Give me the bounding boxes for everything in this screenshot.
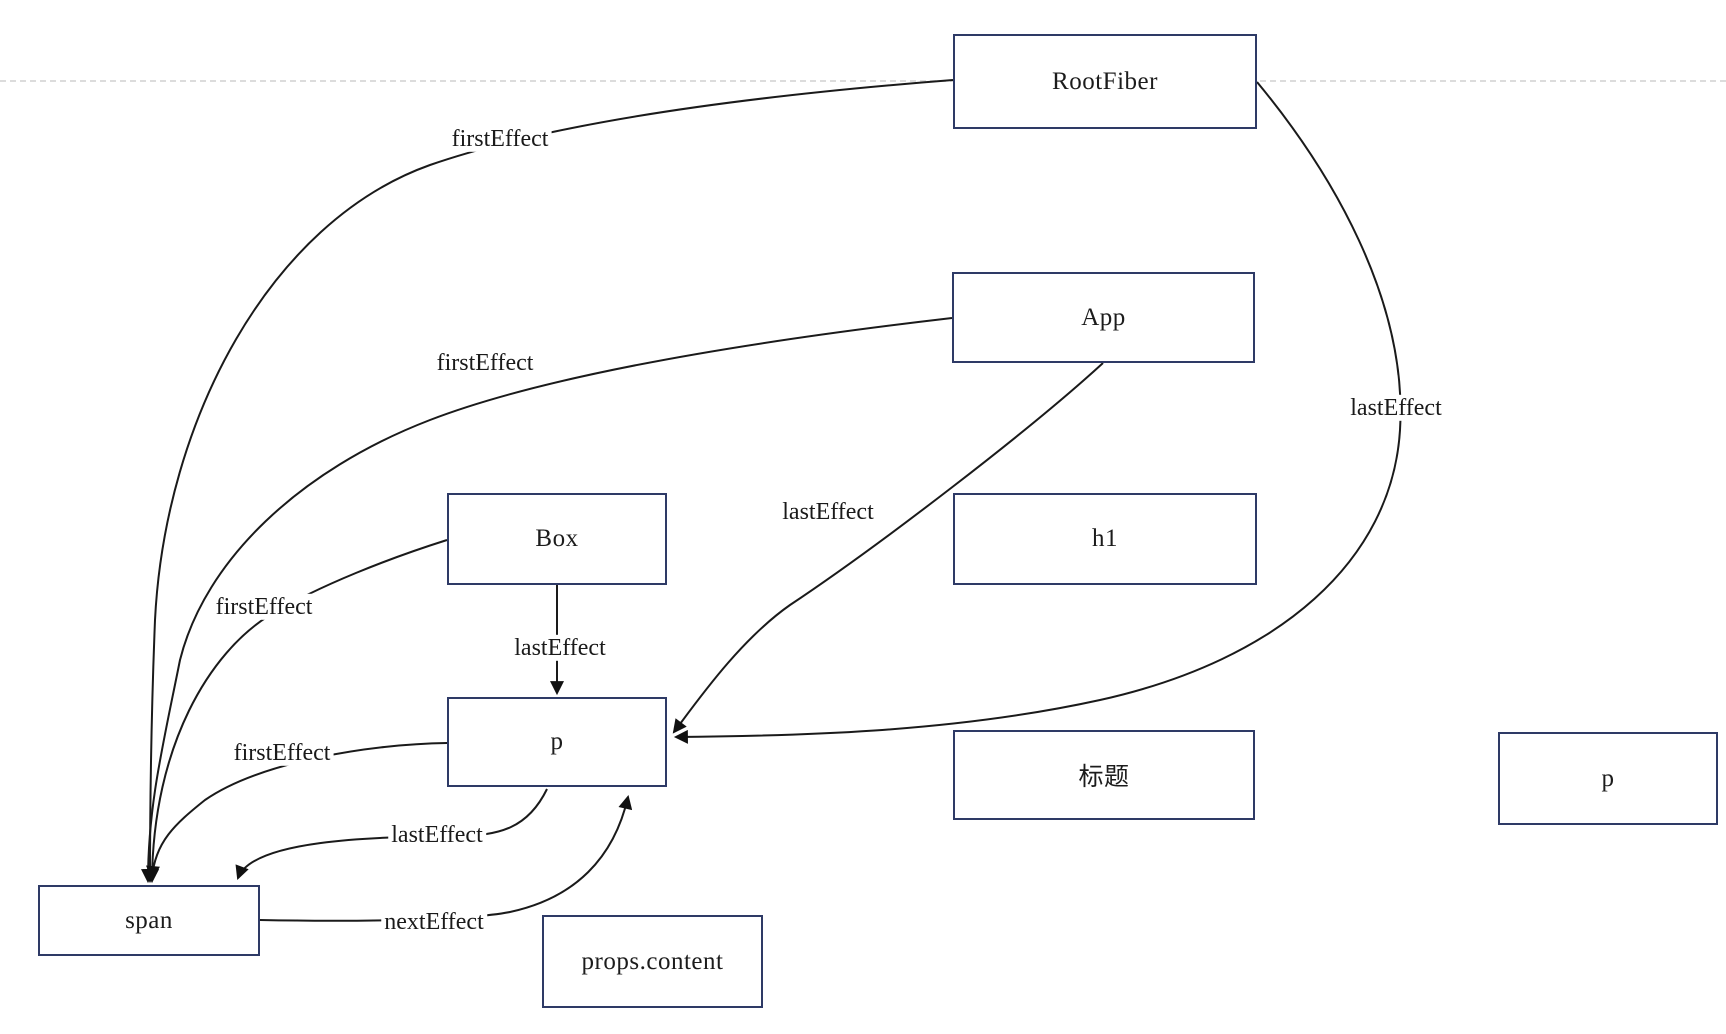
edge-label-firsteffect-app: firstEffect xyxy=(433,349,537,377)
node-p-center-label: p xyxy=(550,728,564,755)
edge-nexteffect-span-to-p xyxy=(259,794,633,922)
edge-label-lasteffect-box: lastEffect xyxy=(511,634,609,662)
edge-label-firsteffect-rootfiber: firstEffect xyxy=(448,125,552,153)
node-props-content[interactable]: props.content xyxy=(542,915,763,1008)
node-box-label: Box xyxy=(535,525,579,552)
node-p-right-label: p xyxy=(1601,764,1615,792)
page-divider-line xyxy=(0,80,1726,82)
node-rootfiber[interactable]: RootFiber xyxy=(953,34,1257,129)
edge-firsteffect-p-to-span xyxy=(146,742,448,881)
edge-lasteffect-rootfiber-to-p xyxy=(673,81,1402,744)
node-h1-label: h1 xyxy=(1092,525,1118,552)
edge-label-lasteffect-p: lastEffect xyxy=(388,821,486,849)
edge-label-firsteffect-p: firstEffect xyxy=(230,739,334,767)
node-app-label: App xyxy=(1081,303,1126,331)
edge-lasteffect-app-to-p xyxy=(672,362,1104,734)
node-p-center[interactable]: p xyxy=(447,697,667,787)
node-title-cn[interactable]: 标题 xyxy=(953,730,1255,820)
edge-firsteffect-app-to-span xyxy=(141,317,953,884)
edge-firsteffect-box-to-span xyxy=(145,539,448,884)
node-box[interactable]: Box xyxy=(447,493,667,585)
edge-label-nexteffect-span: nextEffect xyxy=(381,908,487,936)
node-rootfiber-label: RootFiber xyxy=(1052,67,1158,95)
node-app[interactable]: App xyxy=(952,272,1255,363)
node-h1[interactable]: h1 xyxy=(953,493,1257,585)
node-title-cn-label: 标题 xyxy=(1078,764,1130,791)
node-props-content-label: props.content xyxy=(581,947,724,975)
edge-firsteffect-rootfiber-to-span xyxy=(143,79,954,884)
node-span-label: span xyxy=(125,906,173,934)
node-span[interactable]: span xyxy=(38,885,260,956)
node-p-right[interactable]: p xyxy=(1498,732,1718,825)
edge-label-lasteffect-app: lastEffect xyxy=(779,498,877,526)
edge-label-lasteffect-rootfiber: lastEffect xyxy=(1347,394,1445,422)
edge-label-firsteffect-box: firstEffect xyxy=(212,593,316,621)
